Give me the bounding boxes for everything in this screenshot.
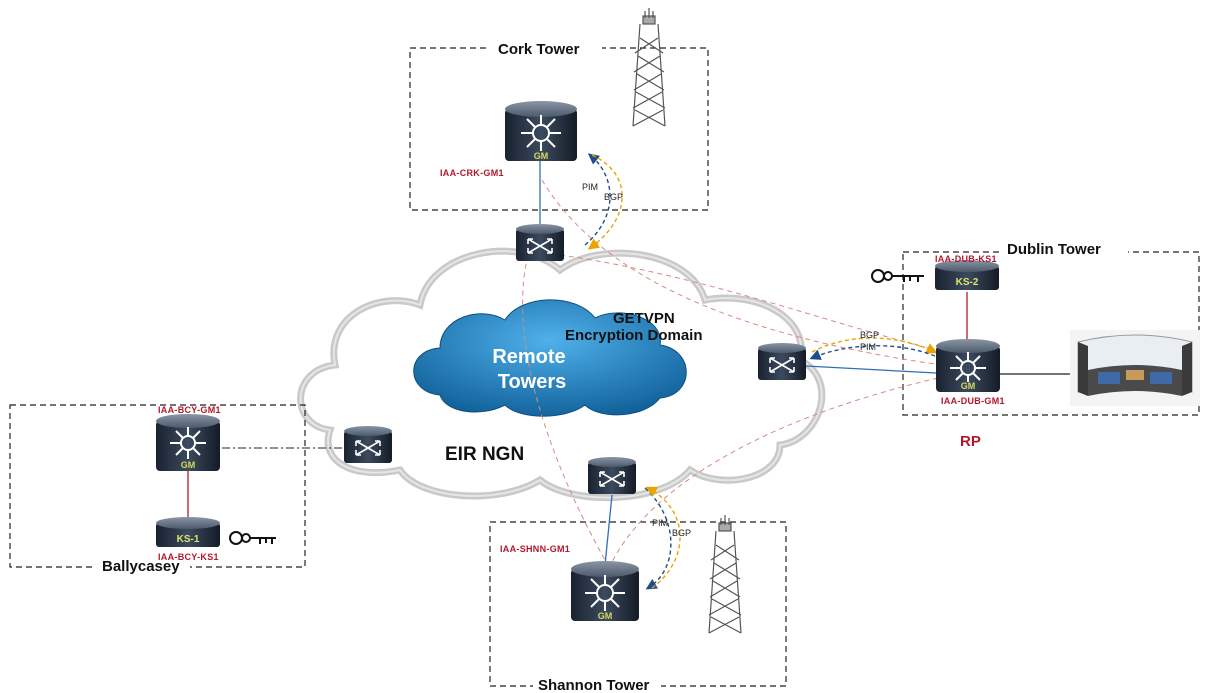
rp-label: RP (960, 433, 981, 450)
cork-router-label: IAA-CRK-GM1 (440, 168, 504, 178)
links (187, 160, 1075, 566)
ballycasey-ks-badge: KS-1 (177, 534, 200, 545)
dublin-tower-title: Dublin Tower (1007, 241, 1101, 258)
dublin-bgp-label: BGP (860, 330, 879, 340)
shannon-gm-badge: GM (598, 611, 613, 621)
eir-ngn-label: EIR NGN (445, 444, 524, 465)
remote-label: Remote (492, 346, 565, 368)
ballycasey-title: Ballycasey (102, 558, 180, 575)
ballycasey-key-server: KS-1 (156, 517, 220, 547)
cork-switch (516, 224, 564, 261)
towers-label: Towers (498, 371, 567, 393)
shannon-switch (588, 457, 636, 494)
shannon-bgp-label: BGP (672, 528, 691, 538)
dublin-protocol-arrows (809, 337, 938, 360)
ballycasey-gm-router: GM (156, 414, 220, 471)
ballycasey-router-label: IAA-BCY-GM1 (158, 405, 221, 415)
shannon-pim-label: PIM (652, 518, 668, 528)
dublin-pim-label: PIM (860, 342, 876, 352)
encryption-domain-label: Encryption Domain (565, 327, 703, 344)
dublin-key-server: KS-2 (935, 260, 999, 290)
dublin-ks-badge: KS-2 (956, 277, 979, 288)
dublin-ks-label: IAA-DUB-KS1 (935, 254, 997, 264)
key-icon (229, 531, 276, 545)
shannon-protocol-arrows (644, 486, 681, 590)
cork-pim-label: PIM (582, 182, 598, 192)
cork-tower-title: Cork Tower (498, 41, 580, 58)
dublin-router-label: IAA-DUB-GM1 (941, 396, 1005, 406)
cork-bgp-label: BGP (604, 192, 623, 202)
link-shannon-switch-gm (604, 494, 613, 566)
getvpn-label: GETVPN (613, 310, 675, 327)
remote-tower-display-image (1070, 330, 1200, 406)
ballycasey-gm-badge: GM (181, 460, 196, 470)
cork-gm-badge: GM (534, 151, 549, 161)
ballycasey-switch (344, 426, 392, 463)
tower-icon (632, 8, 666, 127)
link-dublin-switch-gm (805, 365, 937, 374)
shannon-tower-title: Shannon Tower (538, 677, 650, 693)
dublin-gm-badge: GM (961, 381, 976, 391)
key-icon (871, 269, 924, 283)
dublin-switch (758, 343, 806, 380)
ballycasey-ks-label: IAA-BCY-KS1 (158, 552, 219, 562)
dublin-gm-router: GM (936, 339, 1000, 392)
shannon-gm-router: GM (571, 561, 639, 621)
cork-protocol-arrows (584, 153, 623, 250)
remote-towers-cloud (413, 299, 687, 417)
cork-gm-router: GM (505, 101, 577, 161)
tower-icon (708, 515, 742, 634)
shannon-router-label: IAA-SHNN-GM1 (500, 544, 570, 554)
